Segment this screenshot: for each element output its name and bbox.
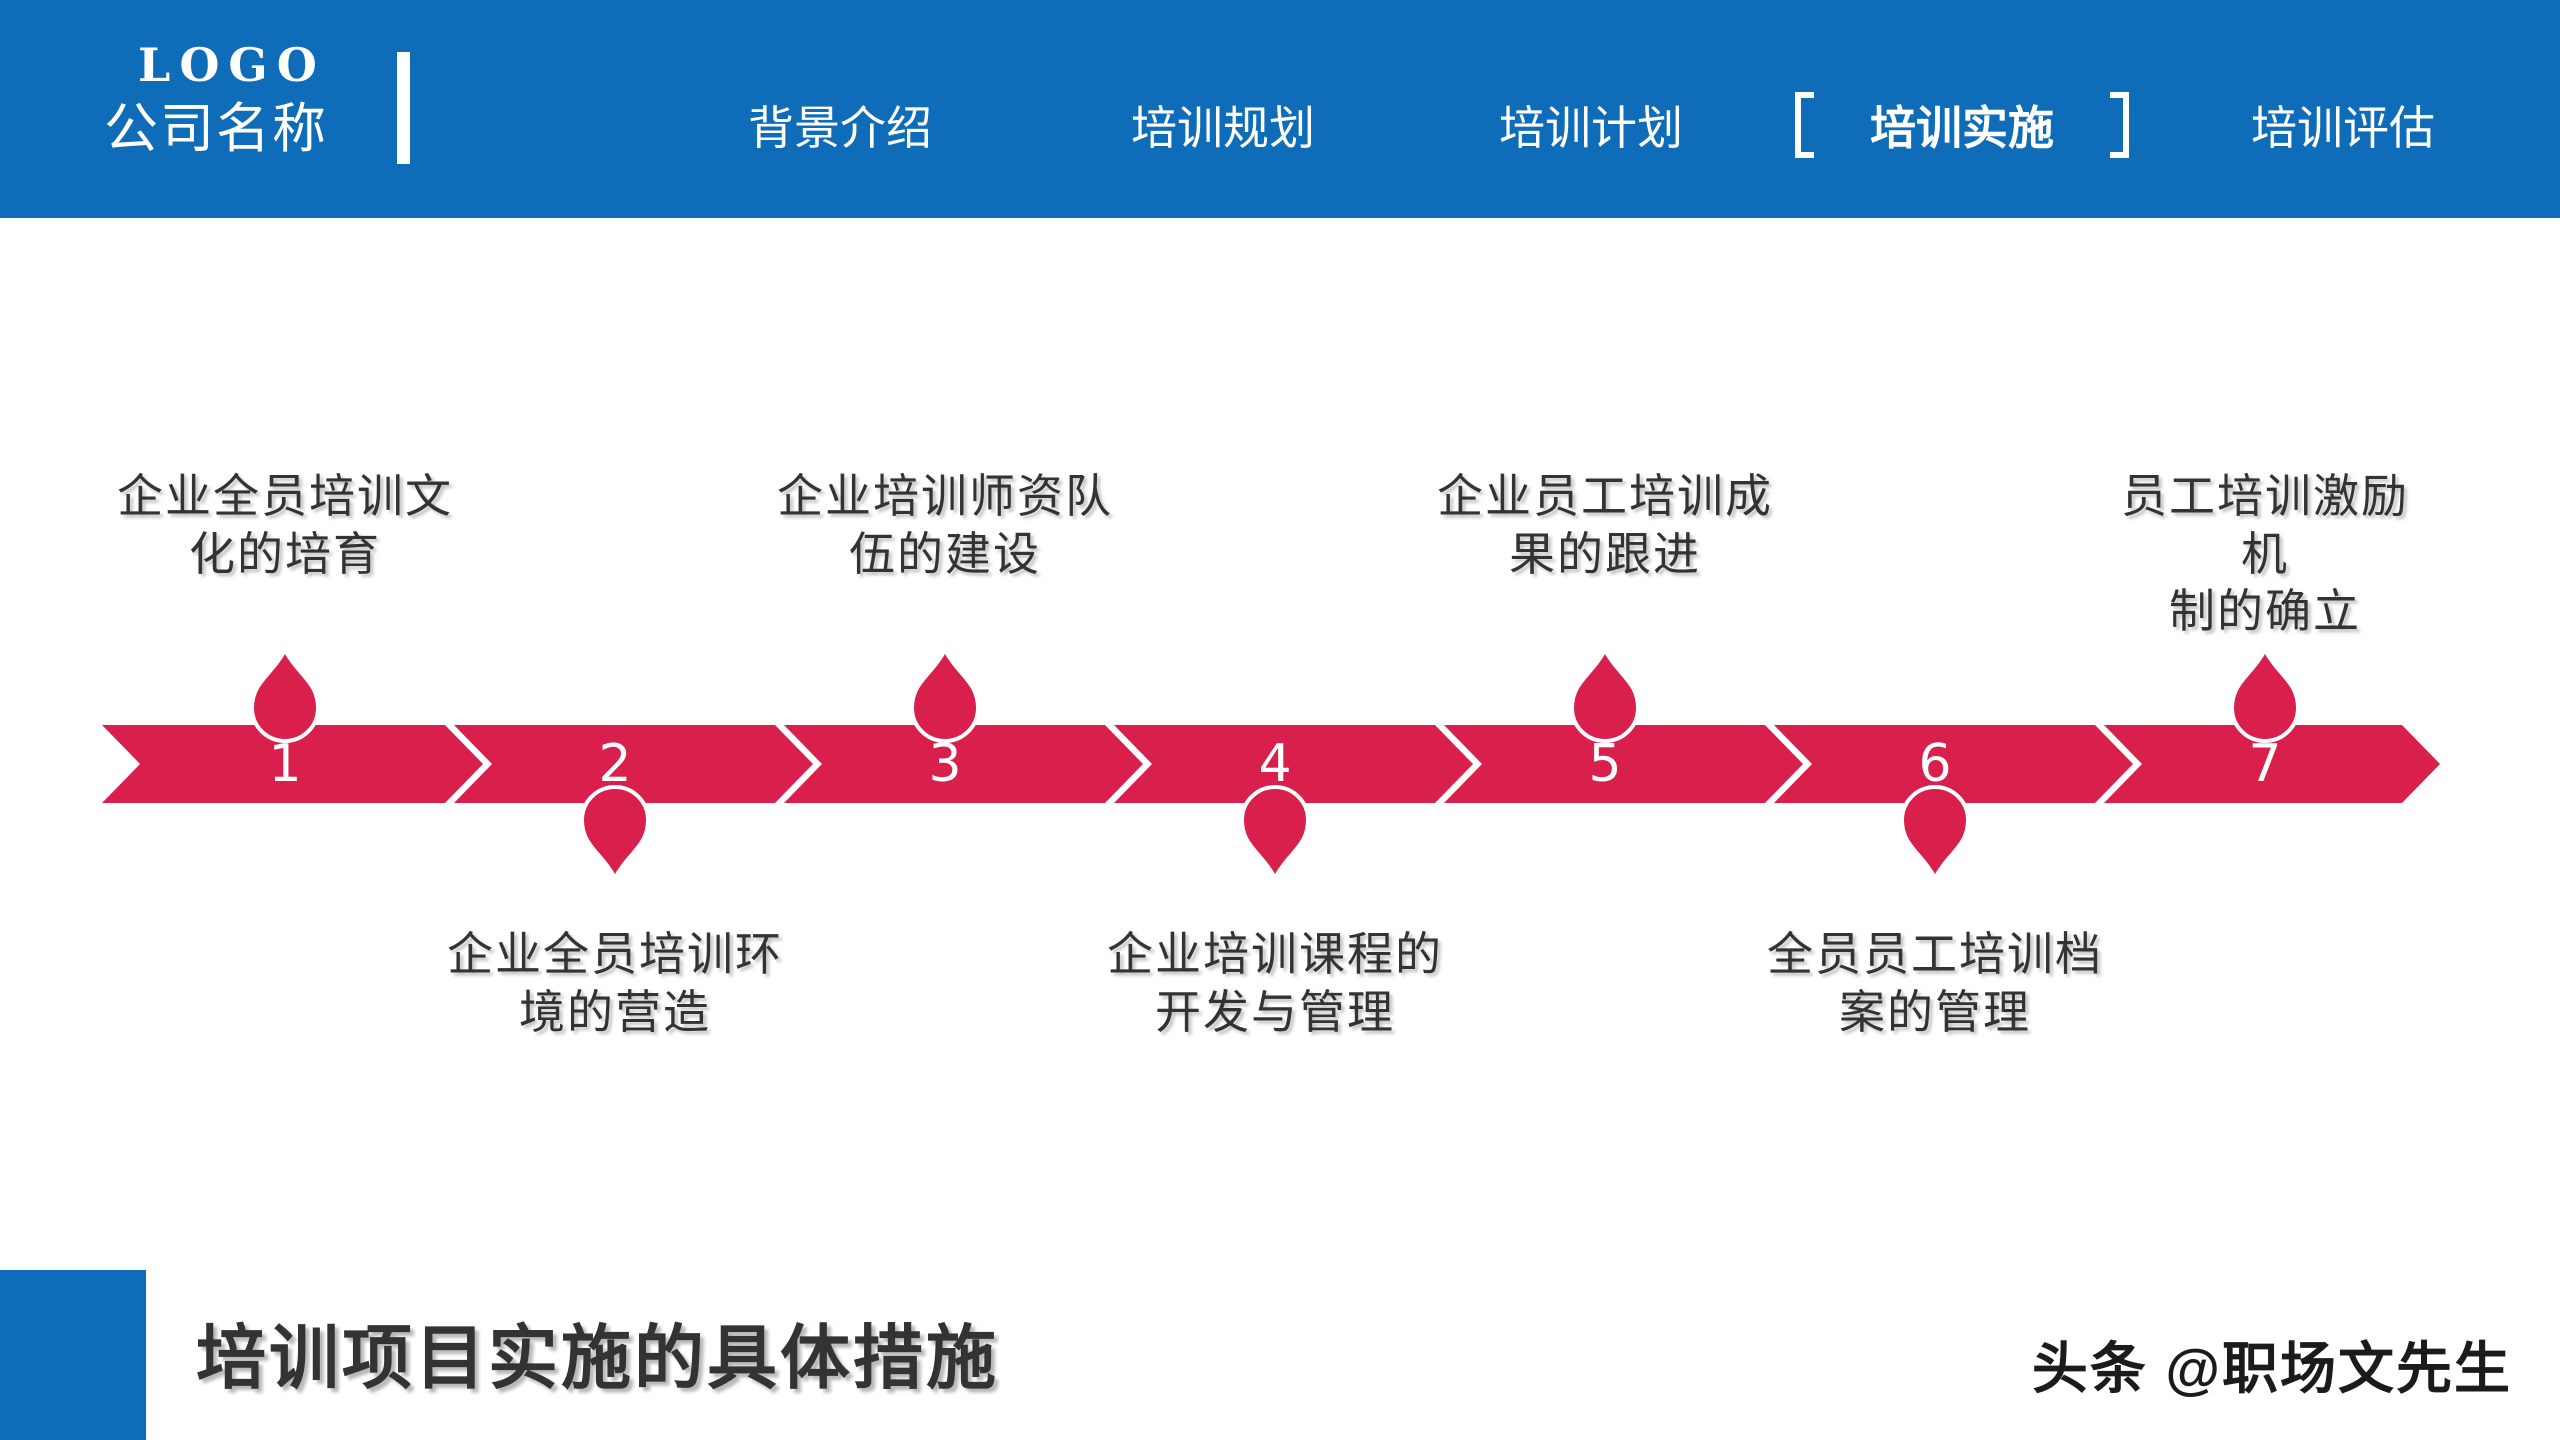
nav-item-label: 培训实施 [1870, 102, 2054, 154]
drop-marker-below-4 [1239, 785, 1311, 883]
process-arrow-segment-6 [1774, 725, 2133, 803]
step-number-3: 3 [928, 734, 962, 794]
step-label-5: 企业员工培训成 果的跟进 [1437, 470, 1773, 580]
process-arrow-segment-4 [1114, 725, 1473, 803]
slide-title: 培训项目实施的具体措施 [196, 1319, 999, 1397]
active-bracket-left-icon [1795, 92, 1814, 158]
drop-marker-below-2 [579, 785, 651, 883]
active-bracket-right-icon [2110, 92, 2129, 158]
nav-item-label: 培训计划 [1499, 102, 1683, 154]
step-number-4: 4 [1258, 734, 1292, 794]
process-arrow-segment-5 [1444, 725, 1803, 803]
logo-block: LOGO 公司名称 [104, 40, 328, 161]
step-number-1: 1 [268, 734, 302, 794]
nav-item-label: 培训评估 [2251, 102, 2435, 154]
process-arrow-segment-2 [454, 725, 813, 803]
step-number-2: 2 [598, 734, 632, 794]
drop-marker-above-5 [1569, 645, 1641, 743]
drop-marker-above-1 [249, 645, 321, 743]
company-name: 公司名称 [104, 98, 328, 159]
logo-divider [397, 52, 410, 164]
step-label-1: 企业全员培训文 化的培育 [117, 470, 453, 580]
drop-marker-below-6 [1899, 785, 1971, 883]
header-bar: LOGO 公司名称 背景介绍 培训规划 培训计划 培训实施 培训评估 [0, 0, 2560, 218]
nav-item-label: 背景介绍 [748, 102, 932, 154]
nav-item-1[interactable]: 培训规划 [1131, 16, 1315, 234]
step-number-6: 6 [1918, 734, 1952, 794]
nav-item-3[interactable]: 培训实施 [1795, 16, 2129, 234]
step-number-7: 7 [2248, 734, 2282, 794]
nav-item-0[interactable]: 背景介绍 [748, 16, 932, 234]
nav-item-2[interactable]: 培训计划 [1499, 16, 1683, 234]
step-label-6: 全员员工培训档 案的管理 [1767, 928, 2103, 1038]
logo-text: LOGO [138, 38, 326, 92]
drop-marker-above-3 [909, 645, 981, 743]
step-number-5: 5 [1588, 734, 1622, 794]
drop-marker-above-7 [2229, 645, 2301, 743]
watermark: 头条 @职场文先生 [2031, 1337, 2512, 1400]
footer-accent-square [0, 1270, 146, 1440]
step-label-7: 员工培训激励机 制的确立 [2121, 470, 2409, 637]
nav-item-label: 培训规划 [1131, 102, 1315, 154]
step-label-2: 企业全员培训环 境的营造 [447, 928, 783, 1038]
process-arrow-segment-3 [784, 725, 1143, 803]
nav-item-4[interactable]: 培训评估 [2251, 16, 2435, 234]
step-label-4: 企业培训课程的 开发与管理 [1107, 928, 1443, 1038]
step-label-3: 企业培训师资队 伍的建设 [777, 470, 1113, 580]
nav: 背景介绍 培训规划 培训计划 培训实施 培训评估 [0, 0, 2560, 218]
